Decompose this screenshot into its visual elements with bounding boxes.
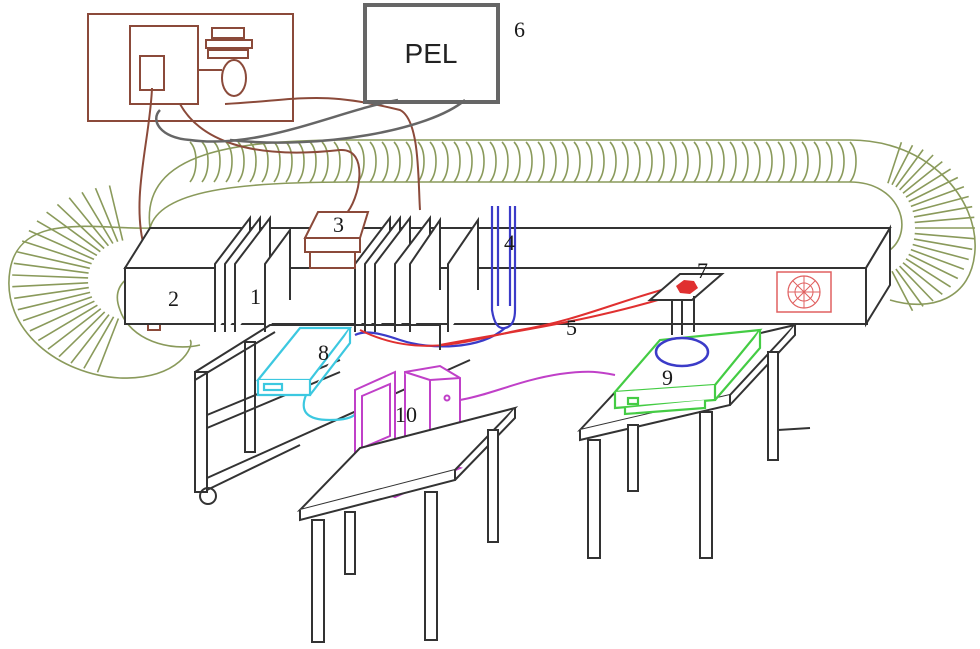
- balance-9: [612, 328, 763, 416]
- label-6: 6: [514, 17, 525, 42]
- sensor-3: [303, 211, 370, 269]
- sample-holder: [647, 273, 725, 335]
- label-7: 7: [697, 258, 708, 283]
- fan: [776, 271, 832, 313]
- label-5: 5: [566, 315, 577, 340]
- label-10: 10: [395, 402, 417, 427]
- label-9: 9: [662, 365, 673, 390]
- pel-box: PEL: [155, 3, 500, 144]
- label-3: 3: [333, 212, 344, 237]
- label-8: 8: [318, 340, 329, 365]
- module-8: [255, 326, 359, 422]
- label-4: 4: [504, 230, 515, 255]
- pel-label: PEL: [405, 38, 458, 69]
- flow-straighteners: [214, 215, 479, 332]
- table-left: [296, 406, 519, 643]
- flexible-return-duct: [8, 139, 976, 379]
- component-labels: 1 2 3 4 5 6 7 8 9 10: [168, 17, 708, 427]
- label-1: 1: [250, 284, 261, 309]
- label-2: 2: [168, 286, 179, 311]
